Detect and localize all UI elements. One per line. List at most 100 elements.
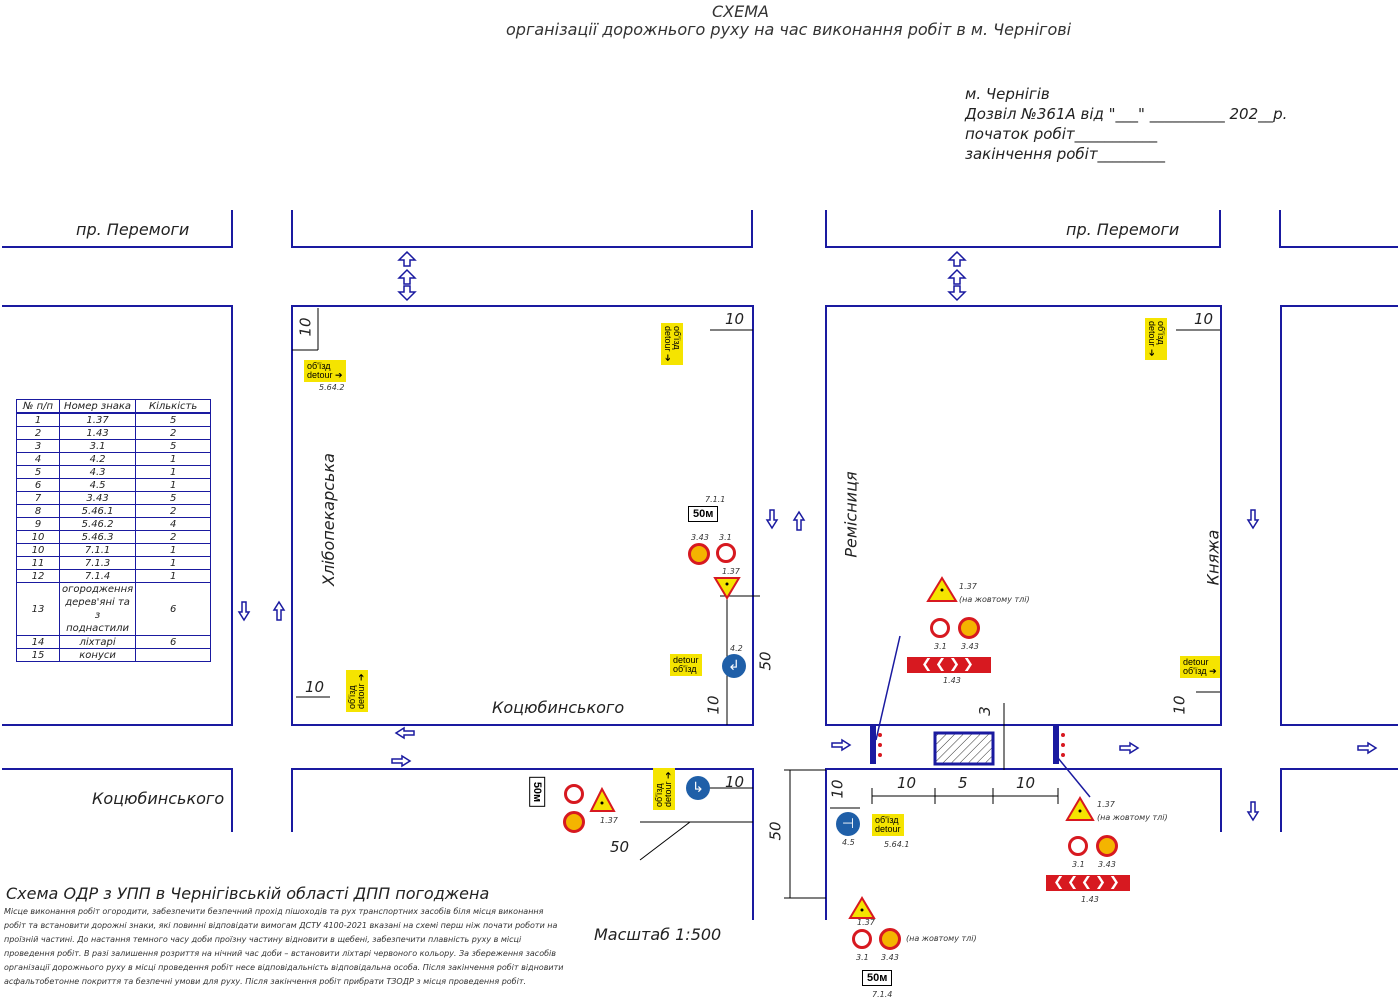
sign-31-top xyxy=(716,543,736,563)
sign-343-mid xyxy=(958,617,980,639)
code-31-mid: 3.1 xyxy=(934,642,947,651)
chevron-board-2: ❮❮❮❯❯ xyxy=(1046,875,1130,891)
code-137-c: 1.37 xyxy=(600,816,618,825)
code-31-right: 3.1 xyxy=(1072,860,1085,869)
on-yellow-bottom: (на жовтому тлі) xyxy=(906,934,977,943)
sign-43: ↳ xyxy=(686,776,710,800)
legend-cell: 8 xyxy=(16,504,60,518)
plate-code-top: 7.1.1 xyxy=(705,495,726,504)
legend-row-13: 13 огородження дерев'яні та з поднастили… xyxy=(16,582,212,636)
legend-cell: 11 xyxy=(16,556,60,570)
legend-cell: 5 xyxy=(16,465,60,479)
permit-number: Дозвіл №361А від "___" __________ 202__р… xyxy=(965,105,1288,123)
legend-header-num: № п/п xyxy=(16,399,60,414)
legend-cell: 5 xyxy=(135,412,212,427)
code-343-right: 3.43 xyxy=(1098,860,1116,869)
legend-cell: 3 xyxy=(16,439,60,453)
legend-cell: 5.46.3 xyxy=(58,530,137,544)
legend-row13-line: дерев'яні та xyxy=(65,597,130,608)
legend-cell: 10 xyxy=(16,543,60,557)
plate-code-bottom: 7.1.4 xyxy=(872,990,893,999)
code-343-top: 3.43 xyxy=(691,533,709,542)
legend-cell: 3.1 xyxy=(58,439,137,453)
street-peremohy-right: пр. Перемоги xyxy=(1066,220,1180,239)
code-45: 4.5 xyxy=(842,838,855,847)
sign-343-bottom xyxy=(879,928,901,950)
street-khlibopekarska: Хлібопекарська xyxy=(318,453,338,586)
legend-cell: 12 xyxy=(16,569,60,583)
legend-cell: 5.46.2 xyxy=(58,517,137,531)
legend-cell: 1 xyxy=(135,556,212,570)
sign-42: ↲ xyxy=(722,654,746,678)
legend-cell xyxy=(135,648,212,662)
legend-cell: 7.1.1 xyxy=(58,543,137,557)
dim-10-right-bottom: 10 xyxy=(1170,695,1189,715)
legend-cell: 7.1.3 xyxy=(58,556,137,570)
code-42: 4.2 xyxy=(730,644,743,653)
legend-cell: 1.37 xyxy=(58,412,137,427)
legend-cell: 2 xyxy=(135,530,212,544)
legend-cell: 5.46.1 xyxy=(58,504,137,518)
plate-50m-bottom: 50м xyxy=(862,970,893,986)
legend-cell: 6 xyxy=(16,478,60,492)
dim-10-tl: 10 xyxy=(296,317,315,337)
code-31-bottom: 3.1 xyxy=(856,953,869,962)
code-343-bottom: 3.43 xyxy=(881,953,899,962)
code-137-e: 1.37 xyxy=(857,918,875,927)
legend-cell: 7.1.4 xyxy=(58,569,137,583)
detour-code-8: 5.64.1 xyxy=(884,840,910,849)
on-yellow-d: (на жовтому тлі) xyxy=(1097,813,1168,822)
dim-50-v: 50 xyxy=(756,651,775,671)
dim-50-v2: 50 xyxy=(766,821,785,841)
legend-header-sign: Номер знака xyxy=(58,399,137,414)
work-note: Місце виконання робіт огородити, забезпе… xyxy=(4,907,564,986)
code-143-1: 1.43 xyxy=(943,676,961,685)
sign-343-right xyxy=(1096,835,1118,857)
legend-cell: 2 xyxy=(135,426,212,440)
legend-cell: 1 xyxy=(135,452,212,466)
legend-cell: 1 xyxy=(135,465,212,479)
sign-31-right xyxy=(1068,836,1088,856)
sign-343-top xyxy=(688,543,710,565)
dim-10-bl: 10 xyxy=(305,678,325,696)
dim-10-a: 10 xyxy=(897,774,917,792)
legend-cell: 1.43 xyxy=(58,426,137,440)
dim-10-d: 10 xyxy=(828,779,847,799)
legend-cell: 10 xyxy=(16,530,60,544)
legend-cell: 5 xyxy=(135,439,212,453)
legend-cell: 6 xyxy=(135,582,212,636)
legend-cell: конуси xyxy=(58,648,137,662)
code-143-2: 1.43 xyxy=(1081,895,1099,904)
street-kniazha: Княжа xyxy=(1203,529,1223,586)
barrier-right xyxy=(1053,726,1059,764)
dim-5: 5 xyxy=(958,774,968,792)
scheme-title: СХЕМА xyxy=(712,2,769,21)
legend-cell: 7 xyxy=(16,491,60,505)
legend-cell: 14 xyxy=(16,635,60,649)
legend-cell: 1 xyxy=(135,478,212,492)
legend-header-qty: Кількість xyxy=(135,399,212,414)
code-137-a: 1.37 xyxy=(722,567,740,576)
permit-end: закінчення робіт_________ xyxy=(965,145,1166,163)
legend-row13-line: з поднастили xyxy=(66,610,130,634)
legend-cell: 4 xyxy=(16,452,60,466)
street-kotsiubynskoho-left: Коцюбинського xyxy=(92,789,225,808)
